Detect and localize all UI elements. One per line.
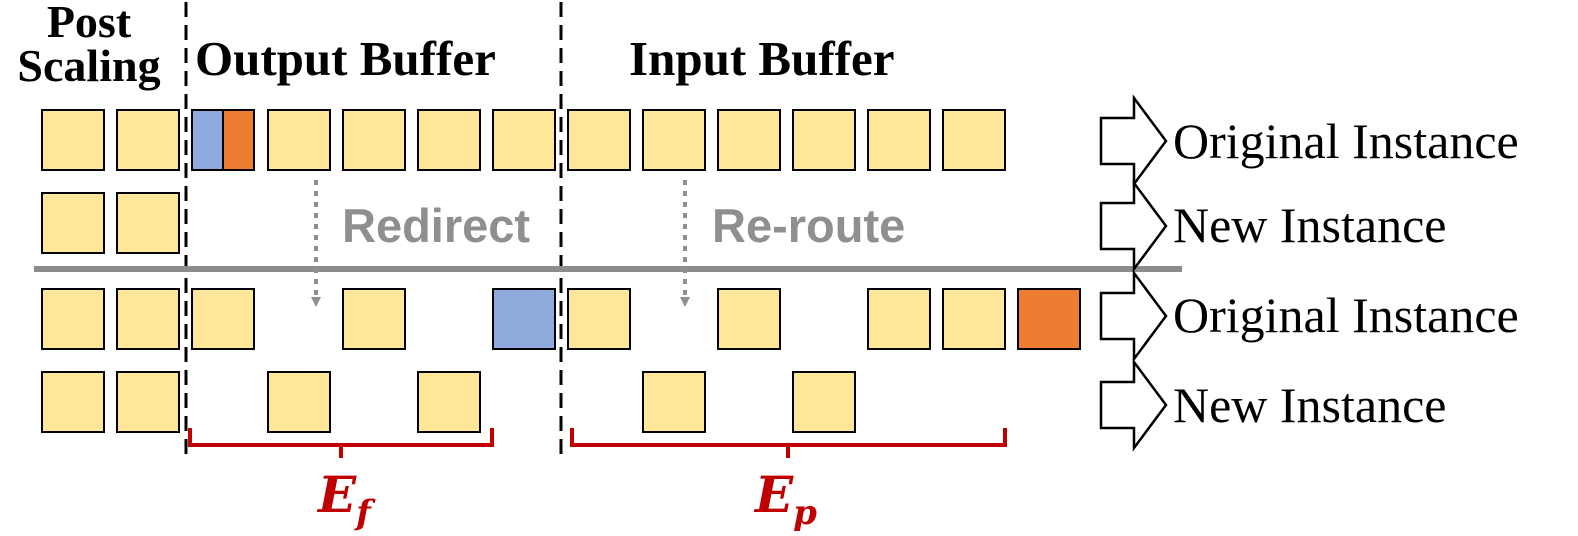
request-block — [41, 109, 105, 171]
request-block — [191, 288, 255, 350]
request-block — [792, 371, 856, 433]
ef-label: Ef — [316, 465, 376, 533]
request-block-orange-part — [222, 109, 255, 171]
request-block-orange — [1017, 288, 1081, 350]
request-block — [567, 288, 631, 350]
ef-label-sub: f — [354, 493, 376, 533]
request-block — [942, 288, 1006, 350]
row-new-after — [41, 371, 856, 433]
post-scaling-header-line1: Post — [46, 0, 132, 47]
request-block — [717, 288, 781, 350]
reroute-label: Re-route — [712, 199, 906, 252]
row-label-original-after: Original Instance — [1173, 287, 1519, 343]
request-block — [116, 288, 180, 350]
ef-label-main: E — [316, 465, 357, 524]
request-block — [116, 371, 180, 433]
request-block — [41, 192, 105, 254]
request-block — [342, 288, 406, 350]
request-block — [867, 109, 931, 171]
ep-label-sub: p — [793, 493, 817, 533]
row-label-new-after: New Instance — [1173, 377, 1447, 433]
request-block-blue — [492, 288, 556, 350]
ep-label-main: E — [753, 465, 794, 524]
hollow-right-arrow-icon — [1099, 358, 1168, 452]
hollow-right-arrow-icon — [1099, 179, 1168, 273]
request-block — [267, 371, 331, 433]
request-block — [417, 371, 481, 433]
row-original-before — [41, 109, 1006, 171]
request-block — [942, 109, 1006, 171]
request-block — [492, 109, 556, 171]
request-block — [41, 288, 105, 350]
request-block — [267, 109, 331, 171]
row-label-new-before: New Instance — [1173, 197, 1447, 253]
request-block — [642, 371, 706, 433]
hollow-right-arrow-icon — [1099, 94, 1168, 188]
input-buffer-header: Input Buffer — [629, 31, 895, 86]
request-block — [567, 109, 631, 171]
hollow-right-arrow-icon — [1099, 269, 1168, 363]
request-block — [417, 109, 481, 171]
ep-label: Ep — [753, 465, 817, 533]
output-buffer-header: Output Buffer — [195, 31, 496, 86]
request-block-blue-part — [191, 109, 224, 171]
row-label-original-before: Original Instance — [1173, 113, 1519, 169]
request-block — [642, 109, 706, 171]
post-scaling-header: Post Scaling — [0, 0, 178, 91]
redirect-label: Redirect — [342, 199, 531, 252]
row-new-before — [41, 192, 180, 254]
output-buffer-brace — [188, 428, 494, 458]
request-block — [342, 109, 406, 171]
request-block — [867, 288, 931, 350]
request-block — [717, 109, 781, 171]
input-buffer-brace — [570, 428, 1007, 458]
request-block — [792, 109, 856, 171]
request-block — [116, 109, 180, 171]
request-block — [116, 192, 180, 254]
post-scaling-header-line2: Scaling — [17, 40, 161, 91]
row-original-after — [41, 288, 1081, 350]
request-block — [41, 371, 105, 433]
